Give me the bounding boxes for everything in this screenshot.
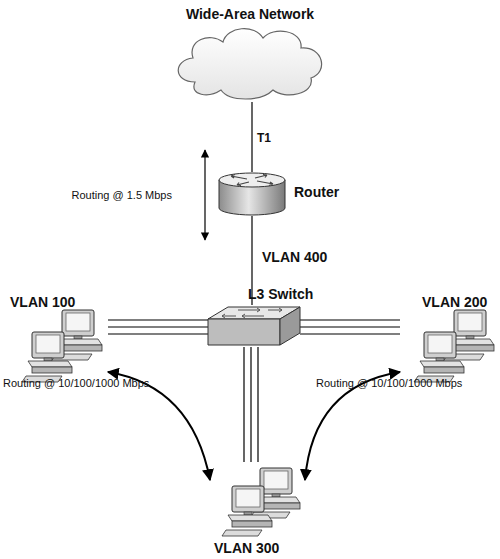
host-group: VLAN 300	[210, 462, 305, 558]
link-line	[251, 102, 252, 172]
cloud-title: Wide-Area Network	[165, 6, 335, 22]
link-line	[108, 320, 208, 334]
switch-icon-outline	[208, 305, 300, 347]
link-line	[300, 320, 400, 334]
switch-icon: L3 Switch	[208, 305, 300, 347]
device-label: Router	[294, 184, 339, 200]
vlan-label: VLAN 300	[214, 540, 279, 556]
link-line	[250, 347, 251, 462]
double-arrow	[204, 150, 205, 240]
wan-cloud: Wide-Area Network	[165, 2, 335, 102]
link-line	[108, 333, 208, 334]
link-line	[108, 319, 208, 320]
link-line	[300, 319, 400, 320]
link-line	[244, 347, 258, 462]
link-line	[300, 333, 400, 334]
link-line	[257, 347, 258, 462]
host-group: VLAN 200	[400, 294, 496, 386]
vlan-label: VLAN 100	[10, 294, 75, 310]
vlan-label: VLAN 200	[422, 294, 487, 310]
edge-label: Routing @ 10/100/1000 Mbps	[3, 377, 149, 390]
device-label: L3 Switch	[248, 286, 313, 302]
edge-label: T1	[257, 132, 271, 146]
router-icon: Router	[217, 172, 287, 216]
link-line	[252, 102, 253, 172]
speed-note: Routing @ 1.5 Mbps	[30, 189, 172, 202]
edge-label: Routing @ 10/100/1000 Mbps	[316, 377, 462, 390]
host-group: VLAN 100	[8, 294, 108, 386]
router-icon-outline	[217, 172, 287, 216]
link-line	[243, 347, 244, 462]
link-line	[300, 326, 400, 327]
edge-label: VLAN 400	[262, 249, 327, 265]
link-line	[108, 326, 208, 327]
